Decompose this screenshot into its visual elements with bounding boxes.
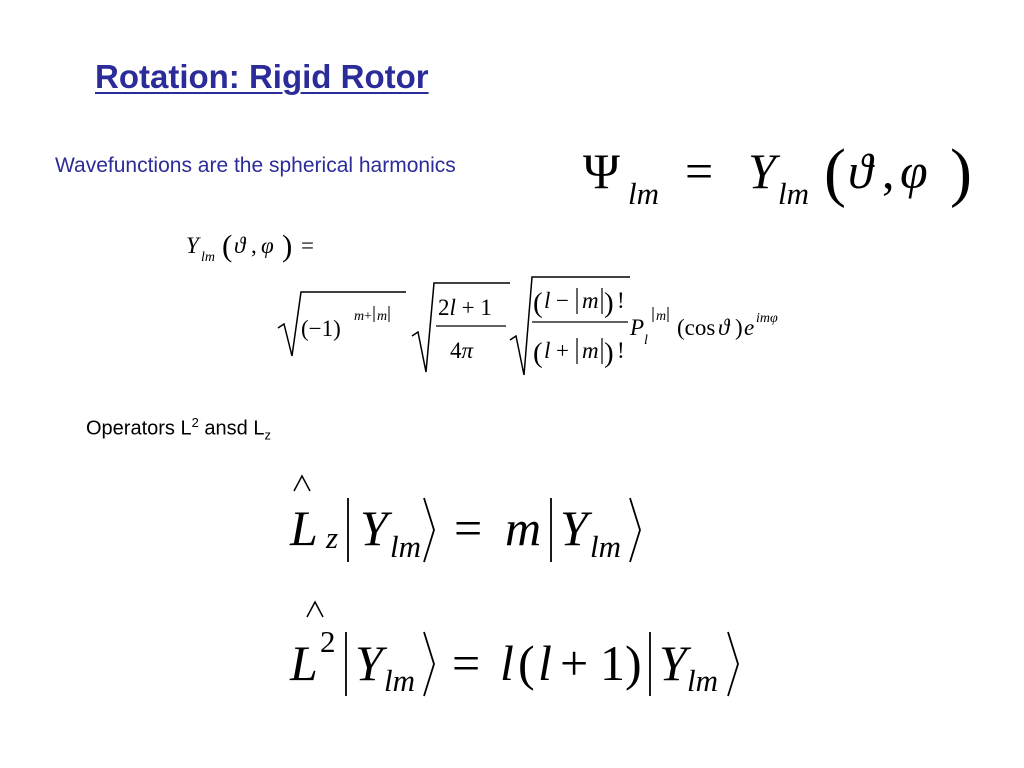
equation-l2-eigen: L 2 Y lm = l ( l + 1) Y lm — [289, 600, 739, 698]
equation-ylm-lhs: Y lm ( ϑ , φ ) = — [186, 228, 314, 265]
slide-subtitle: Wavefunctions are the spherical harmonic… — [55, 154, 456, 177]
svg-text:+: + — [364, 309, 372, 324]
svg-text:(: ( — [533, 337, 543, 369]
svg-text:l: l — [544, 288, 550, 313]
operators-subscript: z — [264, 427, 271, 443]
svg-text:m: m — [377, 309, 387, 324]
svg-text:l: l — [538, 635, 552, 691]
svg-text:Y: Y — [748, 143, 781, 199]
svg-text:,: , — [882, 143, 895, 199]
svg-text:2l + 1: 2l + 1 — [438, 295, 492, 320]
svg-text:lm: lm — [384, 663, 415, 698]
svg-text:lm: lm — [201, 250, 215, 265]
operators-prefix: Operators L — [86, 417, 192, 440]
svg-text:lm: lm — [390, 529, 421, 564]
svg-text:(: ( — [533, 287, 543, 319]
svg-text:m: m — [582, 338, 599, 363]
svg-text:!: ! — [617, 288, 625, 313]
svg-text:(: ( — [222, 228, 232, 263]
svg-text:ϑ: ϑ — [848, 143, 875, 199]
operators-label: Operators L2 ansd Lz — [86, 415, 271, 443]
svg-text:,: , — [251, 233, 257, 258]
svg-text:lm: lm — [778, 176, 809, 211]
svg-text:e: e — [744, 315, 754, 340]
svg-text:): ) — [735, 315, 743, 340]
operators-middle: ansd L — [198, 417, 265, 440]
svg-text:lm: lm — [687, 663, 718, 698]
svg-text:m: m — [656, 309, 666, 324]
svg-text:(cos: (cos — [677, 315, 715, 340]
equation-lz-eigen: L z Y lm = m Y lm — [289, 474, 641, 564]
svg-text:m: m — [354, 309, 364, 324]
svg-text:+: + — [560, 635, 588, 691]
svg-text:ϑ: ϑ — [718, 315, 731, 340]
equation-psi: Ψ lm = Y lm ( ϑ , φ ) — [583, 136, 972, 211]
svg-text:(: ( — [518, 635, 535, 691]
svg-text:!: ! — [617, 338, 625, 363]
svg-text:): ) — [282, 228, 292, 263]
svg-text:ϑ: ϑ — [234, 233, 247, 258]
svg-text:m: m — [582, 288, 599, 313]
svg-text:2: 2 — [320, 624, 336, 659]
svg-text:): ) — [950, 136, 972, 209]
svg-text:): ) — [604, 337, 614, 369]
svg-text:1): 1) — [600, 635, 642, 691]
svg-text:−: − — [556, 288, 569, 313]
svg-text:Y: Y — [186, 233, 201, 258]
svg-text:φ: φ — [900, 143, 928, 199]
svg-text:lm: lm — [628, 176, 659, 211]
svg-text:φ: φ — [261, 233, 274, 258]
svg-text:l: l — [544, 338, 550, 363]
operators-superscript: 2 — [191, 415, 199, 430]
svg-text:lm: lm — [590, 529, 621, 564]
svg-text:Y: Y — [560, 500, 593, 556]
svg-text:z: z — [325, 520, 338, 555]
svg-text:Y: Y — [360, 500, 393, 556]
svg-text:Y: Y — [355, 635, 388, 691]
svg-text:=: = — [301, 233, 314, 258]
svg-text:L: L — [289, 635, 318, 691]
svg-text:4π: 4π — [450, 338, 475, 363]
svg-text:Ψ: Ψ — [583, 143, 620, 199]
svg-text:L: L — [289, 500, 318, 556]
svg-text:=: = — [454, 500, 482, 556]
svg-text:l: l — [500, 635, 514, 691]
svg-text:=: = — [685, 143, 713, 199]
svg-text:(−1): (−1) — [301, 316, 341, 341]
svg-text:P: P — [629, 315, 644, 340]
svg-text:Y: Y — [659, 635, 692, 691]
slide-title: Rotation: Rigid Rotor — [95, 58, 429, 95]
svg-text:+: + — [556, 338, 569, 363]
svg-text:m: m — [505, 500, 541, 556]
svg-text:): ) — [604, 287, 614, 319]
svg-text:=: = — [452, 635, 480, 691]
svg-text:imφ: imφ — [756, 311, 778, 326]
svg-text:(: ( — [824, 136, 846, 209]
equation-ylm-expansion: (−1) m + m 2l + 1 4π ( l − m ) ! ( l + m… — [277, 276, 778, 376]
svg-text:l: l — [644, 333, 648, 348]
